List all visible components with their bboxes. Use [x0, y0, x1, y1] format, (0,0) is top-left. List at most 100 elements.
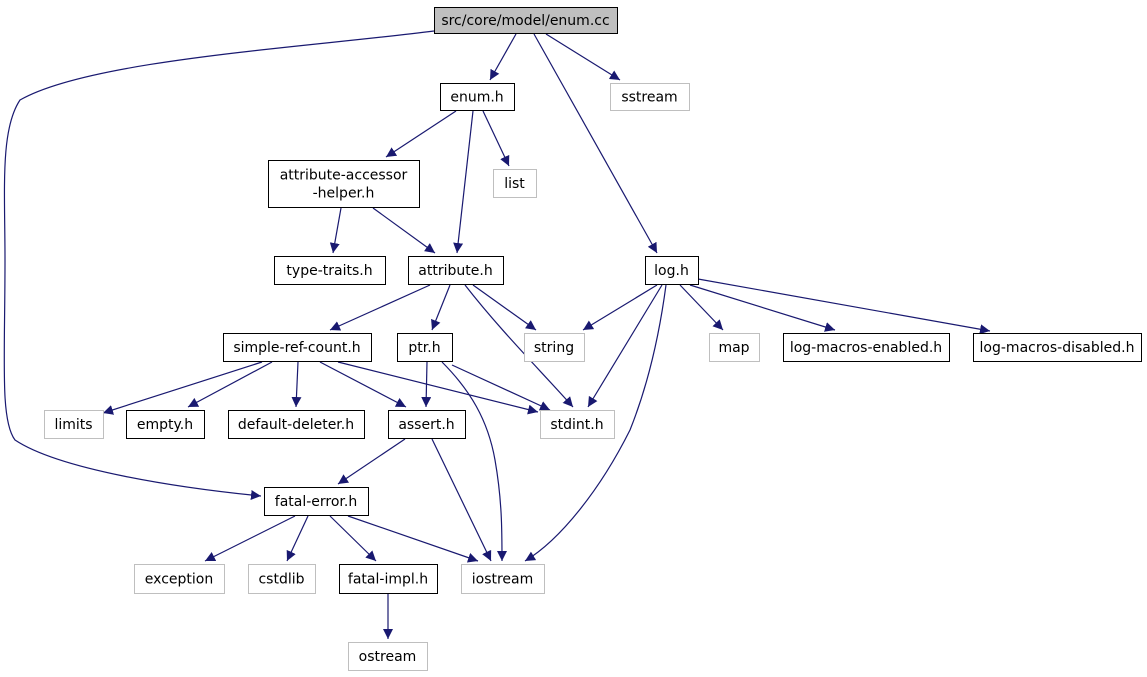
node-simple-ref[interactable]: simple-ref-count.h [223, 333, 372, 362]
node-stdint-h: stdint.h [540, 410, 615, 439]
node-enum-cc[interactable]: src/core/model/enum.cc [434, 7, 618, 34]
edge-enum-cc-to-enum-h [489, 33, 517, 81]
node-label: -helper.h [313, 186, 375, 202]
node-box [524, 333, 585, 362]
edge-log-h-to-log-en [689, 284, 836, 332]
node-box [264, 487, 369, 516]
node-def-del[interactable]: default-deleter.h [228, 410, 365, 439]
node-label: sstream [621, 90, 677, 106]
edge-simple-ref-to-limits [102, 361, 263, 415]
node-box [228, 410, 365, 439]
nodes-layer: src/core/model/enum.cc enum.h sstream attri… [44, 7, 1142, 671]
node-label: default-deleter.h [238, 417, 354, 433]
node-box [339, 564, 438, 594]
node-box [44, 410, 104, 439]
node-box [223, 333, 372, 362]
node-label: log-macros-disabled.h [980, 340, 1135, 356]
node-label: src/core/model/enum.cc [441, 13, 609, 29]
node-box [248, 564, 316, 594]
edge-log-h-to-stdint-h [587, 284, 663, 408]
edge-log-h-to-map [679, 284, 724, 331]
node-iostream: iostream [461, 564, 545, 594]
edge-enum-h-to-list [482, 110, 510, 167]
node-label: string [534, 340, 574, 356]
node-cstdlib: cstdlib [248, 564, 316, 594]
node-attribute-h[interactable]: attribute.h [408, 256, 504, 285]
node-ptr-h[interactable]: ptr.h [397, 333, 453, 362]
node-label: fatal-error.h [275, 494, 357, 510]
edge-log-h-to-log-dis [697, 278, 991, 335]
edge-fatal-err-to-fatal-impl [329, 515, 377, 562]
edge-log-h-to-string [582, 284, 658, 331]
node-fatal-impl[interactable]: fatal-impl.h [339, 564, 438, 594]
node-attr-acc[interactable]: attribute-accessor-helper.h [268, 160, 420, 208]
node-map: map [709, 333, 760, 362]
node-box [388, 410, 466, 439]
node-label: iostream [472, 572, 534, 588]
node-empty-h[interactable]: empty.h [126, 410, 205, 439]
edge-ptr-h-to-iostream [441, 361, 507, 562]
node-limits: limits [44, 410, 104, 439]
node-box [709, 333, 760, 362]
node-label: enum.h [450, 90, 503, 106]
edge-enum-h-to-attribute-h [453, 110, 474, 254]
edge-ptr-h-to-stdint-h [451, 364, 551, 411]
node-box [126, 410, 205, 439]
node-label: stdint.h [550, 417, 603, 433]
edge-assert-h-to-fatal-err [337, 438, 406, 485]
edge-assert-h-to-iostream [431, 438, 492, 562]
node-box [645, 256, 699, 285]
edge-attribute-h-to-ptr-h [431, 284, 451, 331]
node-box [274, 256, 386, 285]
node-box [461, 564, 545, 594]
node-log-dis[interactable]: log-macros-disabled.h [973, 333, 1142, 362]
node-assert-h[interactable]: assert.h [388, 410, 466, 439]
node-ostream: ostream [348, 642, 428, 671]
node-label: map [718, 340, 749, 356]
node-box [134, 564, 225, 594]
edge-enum-cc-to-log-h [533, 33, 658, 254]
node-label: type-traits.h [286, 263, 372, 279]
node-box [348, 642, 428, 671]
node-box [397, 333, 453, 362]
node-label: fatal-impl.h [348, 572, 428, 588]
node-label: limits [54, 417, 92, 433]
edge-simple-ref-to-stdint-h [337, 361, 539, 415]
node-label: log.h [654, 263, 689, 279]
edge-simple-ref-to-assert-h [319, 361, 407, 408]
node-box [783, 333, 950, 362]
edge-enum-cc-to-fatal-err [3, 30, 435, 500]
edge-attribute-h-to-string [472, 284, 537, 331]
node-label: attribute.h [418, 263, 492, 279]
edge-enum-h-to-attr-acc [385, 110, 457, 158]
node-label: log-macros-enabled.h [790, 340, 942, 356]
edge-ptr-h-to-assert-h [421, 361, 432, 408]
node-box [268, 160, 420, 208]
edge-log-h-to-iostream [524, 284, 667, 562]
node-label: ptr.h [408, 340, 440, 356]
node-string: string [524, 333, 585, 362]
node-label: exception [145, 572, 213, 588]
node-fatal-err[interactable]: fatal-error.h [264, 487, 369, 516]
node-box [973, 333, 1142, 362]
node-box [440, 83, 515, 111]
edge-fatal-err-to-exception [204, 515, 296, 562]
node-enum-h[interactable]: enum.h [440, 83, 515, 111]
node-box [434, 7, 618, 34]
node-log-en[interactable]: log-macros-enabled.h [783, 333, 950, 362]
edge-simple-ref-to-empty-h [187, 361, 273, 408]
edge-attribute-h-to-simple-ref [329, 284, 431, 331]
node-type-traits[interactable]: type-traits.h [274, 256, 386, 285]
node-label: simple-ref-count.h [233, 340, 360, 356]
node-box [610, 83, 690, 111]
node-label: ostream [359, 649, 417, 665]
edge-attr-acc-to-type-traits [329, 207, 342, 254]
node-exception: exception [134, 564, 225, 594]
node-sstream: sstream [610, 83, 690, 111]
node-log-h[interactable]: log.h [645, 256, 699, 285]
edge-attr-acc-to-attribute-h [372, 207, 436, 254]
edge-attribute-h-to-stdint-h [464, 284, 574, 408]
node-box [408, 256, 504, 285]
